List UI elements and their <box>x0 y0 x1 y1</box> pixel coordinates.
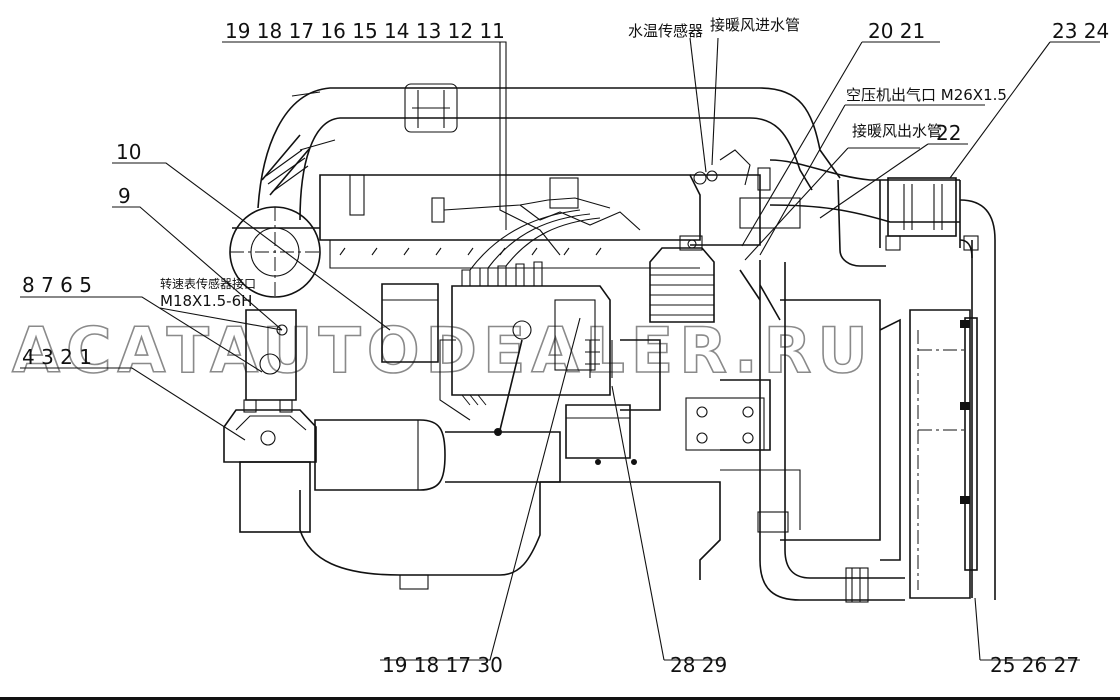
fuel-injection-pump <box>439 209 611 436</box>
radiator <box>909 240 996 600</box>
alternator-bracket <box>381 283 439 363</box>
callout-28-29: 28 29 <box>670 653 727 677</box>
bottom-border <box>0 697 1120 700</box>
callout-20-21: 20 21 <box>868 19 925 43</box>
label-heater-outlet-pipe: 接暖风出水管 <box>852 122 942 140</box>
leader-lines <box>20 37 1100 661</box>
callout-top-left-group: 19 18 17 16 15 14 13 12 11 <box>225 19 505 43</box>
label-tach-sensor-port: 转速表传感器接口 <box>160 276 256 291</box>
air-intake-duct <box>257 83 841 221</box>
front-engine-mount <box>223 309 317 533</box>
flywheel-housing <box>685 299 901 561</box>
callout-9: 9 <box>118 184 131 208</box>
label-water-temp-sensor: 水温传感器 <box>628 22 703 40</box>
fuel-filter <box>565 339 661 465</box>
air-compressor <box>649 235 715 323</box>
engine-block-lower <box>299 469 801 590</box>
air-cleaner <box>229 206 321 298</box>
label-heater-inlet-pipe: 接暖风进水管 <box>710 16 800 34</box>
callout-25-26-27: 25 26 27 <box>990 653 1079 677</box>
callout-23-24: 23 24 <box>1052 19 1109 43</box>
starter-motor <box>314 419 561 491</box>
callout-22: 22 <box>936 121 961 145</box>
thermostat-housing <box>690 149 801 246</box>
callout-8-7-6-5: 8 7 6 5 <box>22 273 92 297</box>
label-tach-sensor-thread: M18X1.5-6H <box>160 292 252 310</box>
callout-4-3-2-1: 4 3 2 1 <box>22 345 92 369</box>
label-compressor-outlet: 空压机出气口 M26X1.5 <box>846 86 1007 104</box>
watermark: ACATAUTODEALER.RU <box>12 314 874 387</box>
cylinder-head <box>319 174 701 269</box>
coolant-pipes <box>739 159 996 603</box>
callout-19-18-17-30: 19 18 17 30 <box>382 653 503 677</box>
callout-10: 10 <box>116 140 141 164</box>
